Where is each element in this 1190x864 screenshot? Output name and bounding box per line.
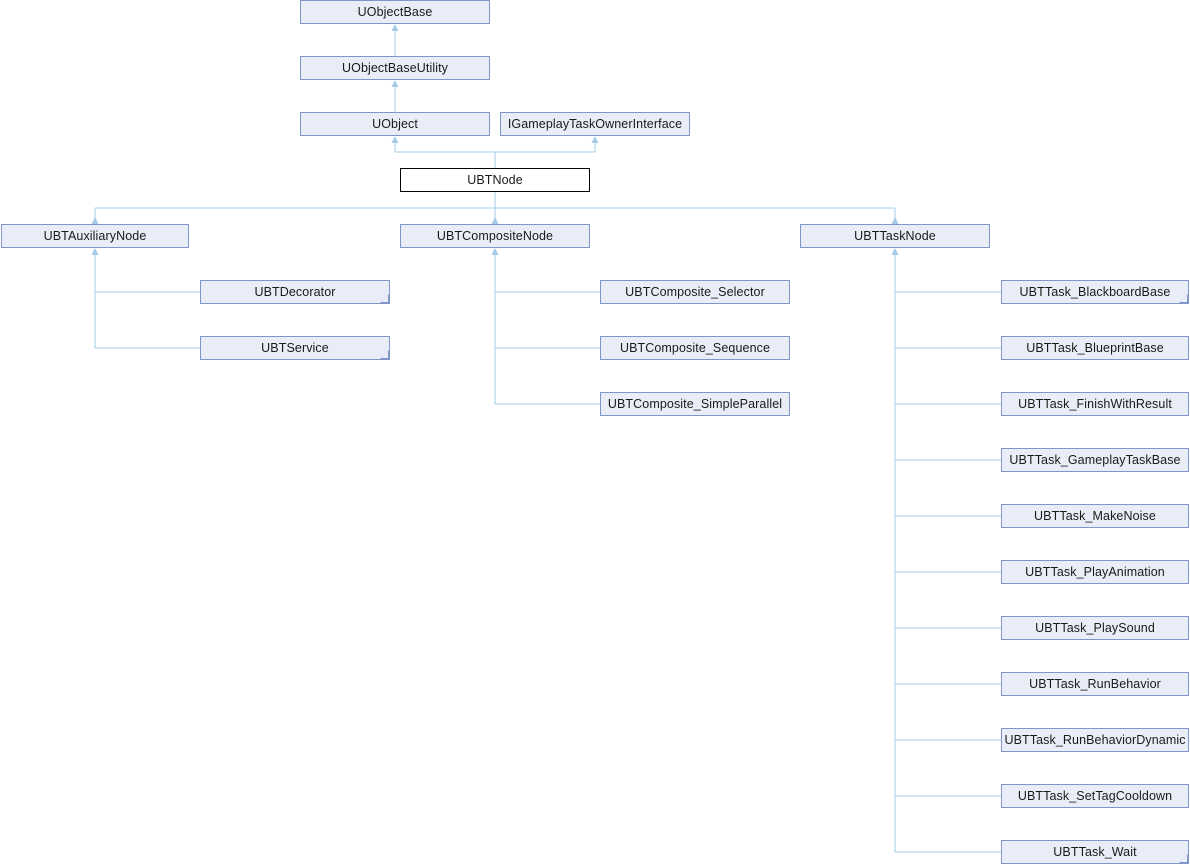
class-node-igameplaytaskowner[interactable]: IGameplayTaskOwnerInterface (500, 112, 690, 136)
class-node-ubttasknode[interactable]: UBTTaskNode (800, 224, 990, 248)
class-node-ubtdecorator[interactable]: UBTDecorator (200, 280, 390, 304)
class-node-label: UBTTask_BlueprintBase (1026, 340, 1164, 355)
class-node-ubttask_runbeh[interactable]: UBTTask_RunBehavior (1001, 672, 1189, 696)
class-node-ubtcomp_simplepar[interactable]: UBTComposite_SimpleParallel (600, 392, 790, 416)
class-node-label: UBTTask_MakeNoise (1034, 508, 1156, 523)
class-node-ubttask_wait[interactable]: UBTTask_Wait (1001, 840, 1189, 864)
class-node-label: UBTTask_PlaySound (1035, 620, 1155, 635)
class-node-label: UBTTask_SetTagCooldown (1017, 788, 1173, 803)
class-node-ubttask_finish[interactable]: UBTTask_FinishWithResult (1001, 392, 1189, 416)
class-node-ubtcompositenode[interactable]: UBTCompositeNode (400, 224, 590, 248)
class-node-ubtservice[interactable]: UBTService (200, 336, 390, 360)
class-node-ubtnode[interactable]: UBTNode (400, 168, 590, 192)
class-node-label: UBTTask_RunBehavior (1029, 676, 1161, 691)
class-node-label: UBTComposite_Sequence (619, 340, 771, 355)
class-node-label: UBTTask_RunBehaviorDynamic (1004, 732, 1186, 747)
class-node-label: UObjectBase (357, 4, 433, 19)
class-node-ubtcomp_selector[interactable]: UBTComposite_Selector (600, 280, 790, 304)
class-node-uobject[interactable]: UObject (300, 112, 490, 136)
class-node-label: UBTComposite_SimpleParallel (607, 396, 783, 411)
class-node-label: IGameplayTaskOwnerInterface (507, 116, 683, 131)
class-node-label: UBTNode (467, 172, 523, 187)
class-node-ubttask_settag[interactable]: UBTTask_SetTagCooldown (1001, 784, 1189, 808)
class-node-label: UObjectBaseUtility (342, 60, 448, 75)
class-node-ubttask_playanim[interactable]: UBTTask_PlayAnimation (1001, 560, 1189, 584)
class-node-label: UBTTask_BlackboardBase (1019, 284, 1171, 299)
class-node-ubtauxiliarynode[interactable]: UBTAuxiliaryNode (1, 224, 189, 248)
class-node-label: UBTTask_GameplayTaskBase (1009, 452, 1181, 467)
class-node-ubttask_blueprint[interactable]: UBTTask_BlueprintBase (1001, 336, 1189, 360)
class-node-uobjectbaseutility[interactable]: UObjectBaseUtility (300, 56, 490, 80)
class-node-label: UBTComposite_Selector (625, 284, 765, 299)
class-node-label: UBTCompositeNode (436, 228, 554, 243)
class-node-label: UBTAuxiliaryNode (43, 228, 147, 243)
class-node-ubttask_runbehdyn[interactable]: UBTTask_RunBehaviorDynamic (1001, 728, 1189, 752)
class-node-label: UBTTask_FinishWithResult (1018, 396, 1172, 411)
class-node-ubttask_makenoise[interactable]: UBTTask_MakeNoise (1001, 504, 1189, 528)
class-node-label: UObject (372, 116, 418, 131)
class-node-label: UBTTaskNode (854, 228, 936, 243)
class-node-label: UBTTask_Wait (1053, 844, 1137, 859)
class-node-uobjectbase[interactable]: UObjectBase (300, 0, 490, 24)
class-node-label: UBTDecorator (254, 284, 336, 299)
class-node-ubttask_gameplay[interactable]: UBTTask_GameplayTaskBase (1001, 448, 1189, 472)
class-node-ubttask_blackboard[interactable]: UBTTask_BlackboardBase (1001, 280, 1189, 304)
class-node-ubtcomp_sequence[interactable]: UBTComposite_Sequence (600, 336, 790, 360)
class-node-label: UBTTask_PlayAnimation (1025, 564, 1165, 579)
class-node-ubttask_playsound[interactable]: UBTTask_PlaySound (1001, 616, 1189, 640)
class-node-label: UBTService (261, 340, 329, 355)
